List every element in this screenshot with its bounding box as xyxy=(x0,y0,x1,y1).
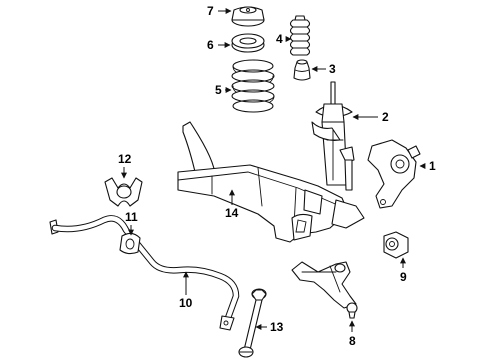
callout-14-label: 14 xyxy=(225,206,239,220)
callout-11-label: 11 xyxy=(125,210,138,224)
callout-8-label: 8 xyxy=(349,334,356,348)
coil-spring-drawing xyxy=(231,59,275,113)
crossmember-drawing xyxy=(177,121,365,243)
callout-12-label: 12 xyxy=(118,152,132,166)
callout-1-label: 1 xyxy=(429,159,436,173)
callout-5-label: 5 xyxy=(215,83,222,97)
stabilizer-bracket-drawing xyxy=(104,177,143,207)
callout-3[interactable]: 3 xyxy=(311,62,336,76)
strut-assembly-drawing xyxy=(311,81,355,191)
callout-6[interactable]: 6 xyxy=(207,38,231,52)
bump-stop-drawing xyxy=(293,59,311,81)
callout-2-label: 2 xyxy=(382,110,389,124)
callout-4[interactable]: 4 xyxy=(276,32,292,46)
stabilizer-link-drawing xyxy=(238,288,267,358)
steering-knuckle-drawing xyxy=(367,139,421,209)
callout-13[interactable]: 13 xyxy=(255,320,284,334)
callout-7-label: 7 xyxy=(207,4,214,18)
mount-bearing-drawing xyxy=(231,33,265,53)
callout-13-label: 13 xyxy=(270,320,284,334)
control-arm-bushing-drawing xyxy=(383,231,409,259)
callout-10[interactable]: 10 xyxy=(179,271,193,310)
callout-2[interactable]: 2 xyxy=(352,110,389,124)
callout-6-label: 6 xyxy=(207,38,214,52)
callout-1[interactable]: 1 xyxy=(419,159,436,173)
callout-7[interactable]: 7 xyxy=(207,4,232,18)
callout-5[interactable]: 5 xyxy=(215,83,232,97)
callout-10-label: 10 xyxy=(179,296,193,310)
stabilizer-bar-drawing xyxy=(49,215,240,331)
strut-mount-drawing xyxy=(231,6,265,27)
callout-11[interactable]: 11 xyxy=(125,210,138,236)
callout-9-label: 9 xyxy=(400,270,407,284)
callout-8[interactable]: 8 xyxy=(349,320,356,348)
callout-9[interactable]: 9 xyxy=(400,257,407,284)
callout-4-label: 4 xyxy=(276,32,283,46)
callout-3-label: 3 xyxy=(329,62,336,76)
callout-12[interactable]: 12 xyxy=(118,152,132,179)
callout-14[interactable]: 14 xyxy=(225,189,239,220)
dust-boot-drawing xyxy=(289,15,311,56)
lower-control-arm-drawing xyxy=(291,261,358,319)
